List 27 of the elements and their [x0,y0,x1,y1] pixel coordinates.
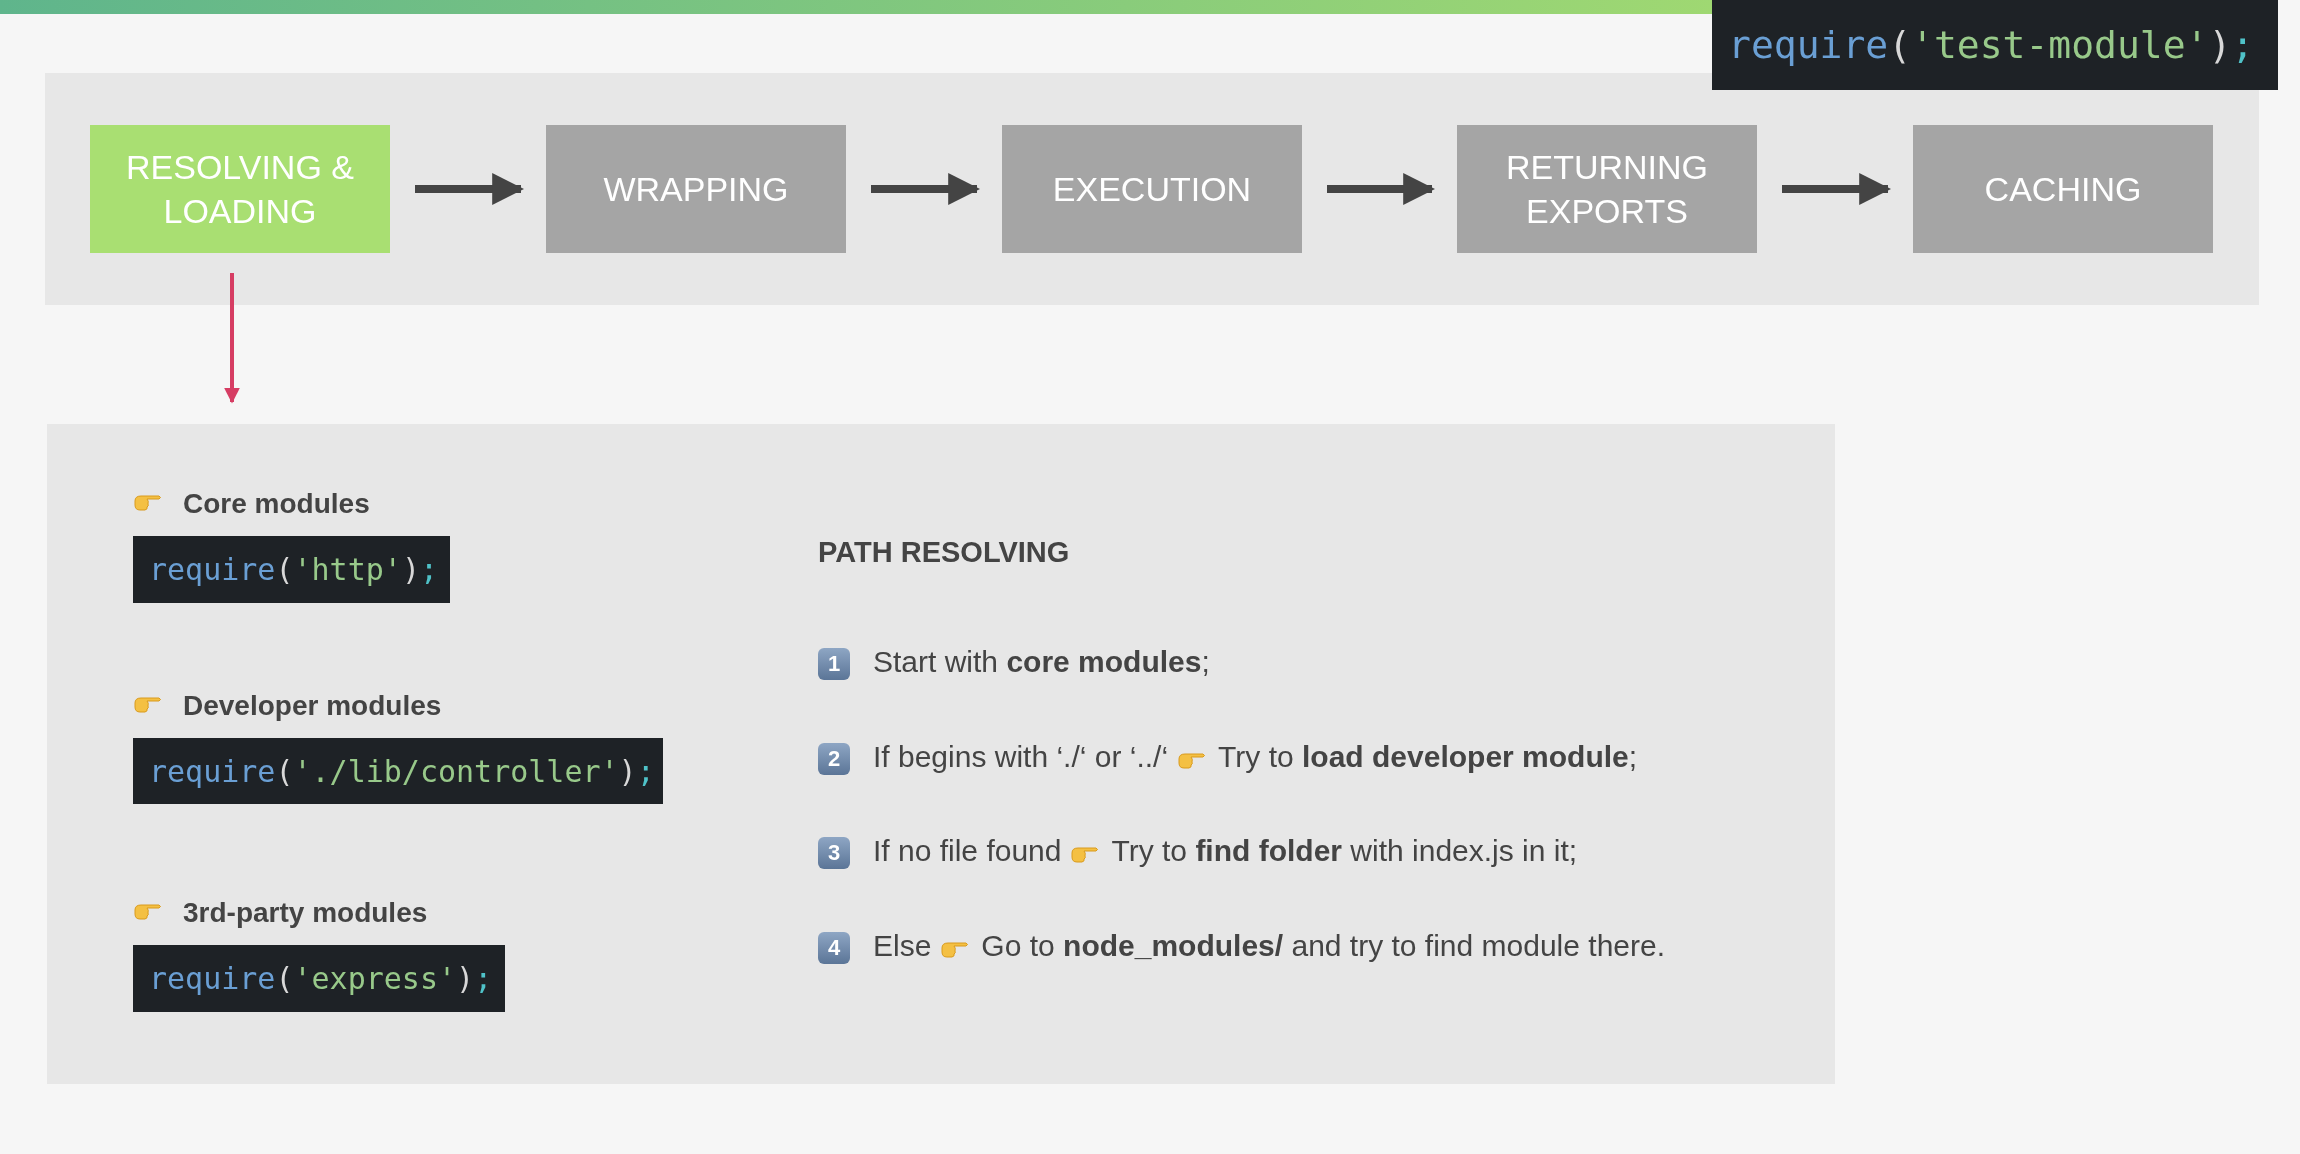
process-box: CACHING [1913,125,2213,253]
section-title: PATH RESOLVING [818,536,1070,569]
step-number: 3 [818,837,850,869]
process-box: EXECUTION [1002,125,1302,253]
step-text: If no file found [873,834,1062,868]
step-text: Try to load developer module; [1218,740,1638,774]
code-snippet: require('http'); [133,536,450,603]
step-text: Try to find folder with index.js in it; [1111,834,1578,868]
step-number: 4 [818,932,850,964]
step-text: Go to node_modules/ and try to find module there. [981,929,1665,963]
process-box: RESOLVING & LOADING [90,125,390,253]
pipeline-band [45,73,2259,305]
step-number: 1 [818,648,850,680]
category-heading: Core modules [183,488,370,520]
process-box: RETURNING EXPORTS [1457,125,1757,253]
arrow [224,273,240,404]
step-text: Start with core modules; [873,645,1210,679]
process-box: WRAPPING [546,125,846,253]
code-snippet: require('./lib/controller'); [133,738,663,804]
category-heading: 3rd-party modules [183,897,428,929]
resolving-panel [47,424,1835,1084]
step-number: 2 [818,743,850,775]
step-text: Else [873,929,932,963]
step-text: If begins with ‘./‘ or ‘../‘ [873,740,1169,774]
code-snippet: require('test-module'); [1712,0,2278,90]
code-snippet: require('express'); [133,945,505,1012]
category-heading: Developer modules [183,690,442,722]
